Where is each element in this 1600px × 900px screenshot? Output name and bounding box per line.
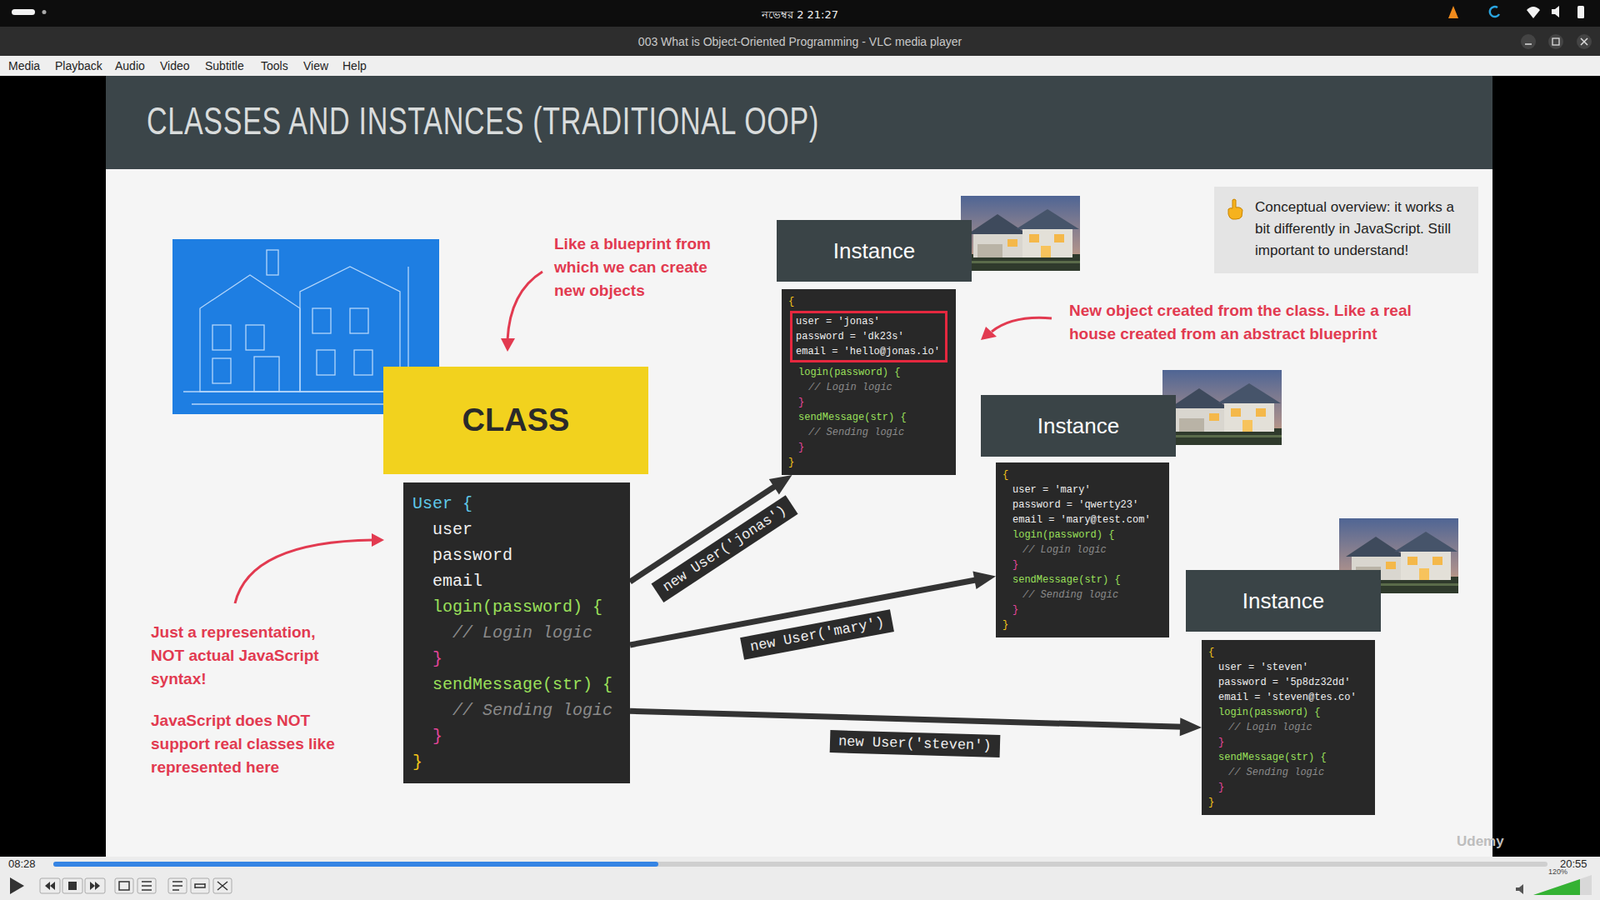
code-line: sendMessage(str) {	[1208, 750, 1367, 765]
code-line: User {	[412, 490, 619, 517]
code-line: sendMessage(str) {	[1002, 572, 1161, 588]
code-line: {	[1208, 645, 1367, 660]
class-header: CLASS	[383, 366, 649, 475]
slide-title: CLASSES AND INSTANCES (TRADITIONAL OOP)	[146, 98, 820, 144]
annotation-note: Just a representation, NOT actual JavaSc…	[150, 620, 351, 691]
code-line: user = 'mary'	[1002, 482, 1161, 498]
instance-code-box: {user = 'mary'password = 'qwerty23'email…	[995, 462, 1170, 638]
node-text: Conceptual overview: it works a bit diff…	[1255, 196, 1470, 262]
instance-header: Instance	[1185, 570, 1381, 632]
code-line: // Login logic	[412, 620, 619, 646]
annotation-note: JavaScript does NOT support real classes…	[150, 709, 343, 780]
code-line: email = 'mary@test.com'	[1002, 512, 1161, 528]
code-line: }	[1002, 617, 1161, 633]
code-line: }	[788, 395, 948, 410]
code-line: {	[1002, 467, 1161, 483]
code-line: // Login logic	[1208, 720, 1367, 735]
house-photo	[1162, 370, 1282, 445]
code-line: login(password) {	[1208, 705, 1367, 720]
code-line: }	[1002, 557, 1161, 573]
node-text: Instance	[1037, 413, 1120, 440]
code-line: // Login logic	[788, 380, 948, 395]
hand-shape	[1228, 199, 1243, 220]
code-line: email = 'steven@tes.co'	[1208, 690, 1367, 705]
code-line: sendMessage(str) {	[412, 671, 619, 698]
code-line: login(password) {	[412, 594, 619, 620]
house-photo	[960, 195, 1080, 271]
arrowhead	[1180, 717, 1202, 736]
code-line: login(password) {	[788, 365, 948, 380]
code-line: password = '5p8dz32dd'	[1208, 675, 1367, 690]
note-box: Conceptual overview: it works a bit diff…	[1214, 186, 1479, 274]
node-text: CLASS	[462, 402, 570, 439]
code-line: }	[412, 723, 619, 750]
code-line: }	[788, 440, 948, 455]
node-text: Instance	[833, 238, 915, 265]
code-line: {	[788, 294, 948, 310]
annotation-note: Like a blueprint from which we can creat…	[554, 232, 734, 303]
instance-code-box: {user = 'steven'password = '5p8dz32dd'em…	[1201, 640, 1375, 815]
arrowhead	[972, 570, 996, 590]
code-line: password	[412, 542, 619, 569]
code-line: user	[412, 516, 619, 543]
window-title: 003 What is Object-Oriented Programming …	[0, 35, 1600, 49]
code-line: email = 'hello@jonas.io'	[795, 344, 940, 360]
code-line: }	[1002, 602, 1161, 618]
code-line: // Sending logic	[788, 425, 948, 440]
code-line: // Sending logic	[1208, 765, 1367, 780]
code-line: }	[412, 749, 619, 775]
menu-item: View	[303, 59, 329, 73]
menu-item: Playback	[55, 59, 103, 73]
player-controls	[10, 875, 1592, 895]
pointing-hand-icon	[1225, 198, 1245, 220]
status-clock: নভেম্বর 2 21:27	[0, 6, 1600, 25]
menu-item: Video	[160, 59, 190, 73]
elapsed-time: 08:28	[8, 857, 36, 870]
instance-header: Instance	[776, 220, 972, 282]
code-line: password = 'dk23s'	[795, 329, 940, 345]
code-line: user = 'jonas'	[795, 314, 940, 330]
code-line: password = 'qwerty23'	[1002, 497, 1161, 513]
window-buttons	[1520, 34, 1592, 50]
node-text: Instance	[1242, 588, 1325, 615]
annotation-note: New object created from the class. Like …	[1069, 299, 1436, 346]
instance-code-box: {user = 'jonas'password = 'dk23s'email =…	[781, 289, 956, 475]
instance-header: Instance	[980, 395, 1176, 457]
class-code-box: User {userpasswordemaillogin(password) {…	[403, 482, 630, 784]
code-line: }	[412, 645, 619, 672]
menu-item: Tools	[260, 59, 289, 73]
code-line: // Sending logic	[412, 697, 619, 724]
arrowhead	[769, 475, 793, 495]
connector-line	[630, 710, 1184, 727]
code-line: user = 'steven'	[1208, 660, 1367, 675]
code-line: }	[788, 455, 948, 470]
code-line: login(password) {	[1002, 527, 1161, 543]
code-line: }	[1208, 795, 1367, 810]
code-line: }	[1208, 780, 1367, 795]
progress-bar	[53, 861, 1548, 867]
highlight-box: user = 'jonas'password = 'dk23s'email = …	[790, 310, 948, 363]
watermark: Udemy	[1456, 833, 1505, 850]
code-line: // Login logic	[1002, 542, 1161, 558]
menu-item: Help	[342, 59, 367, 73]
volume-level: 120%	[1548, 867, 1568, 876]
code-line: }	[1208, 735, 1367, 750]
code-line: sendMessage(str) {	[788, 410, 948, 425]
leader-arrows	[235, 271, 1052, 604]
code-line: email	[412, 568, 619, 595]
menu-item: Media	[8, 59, 40, 73]
menu-item: Subtitle	[205, 59, 245, 73]
code-line: // Sending logic	[1002, 587, 1161, 603]
menu-item: Audio	[115, 59, 145, 73]
